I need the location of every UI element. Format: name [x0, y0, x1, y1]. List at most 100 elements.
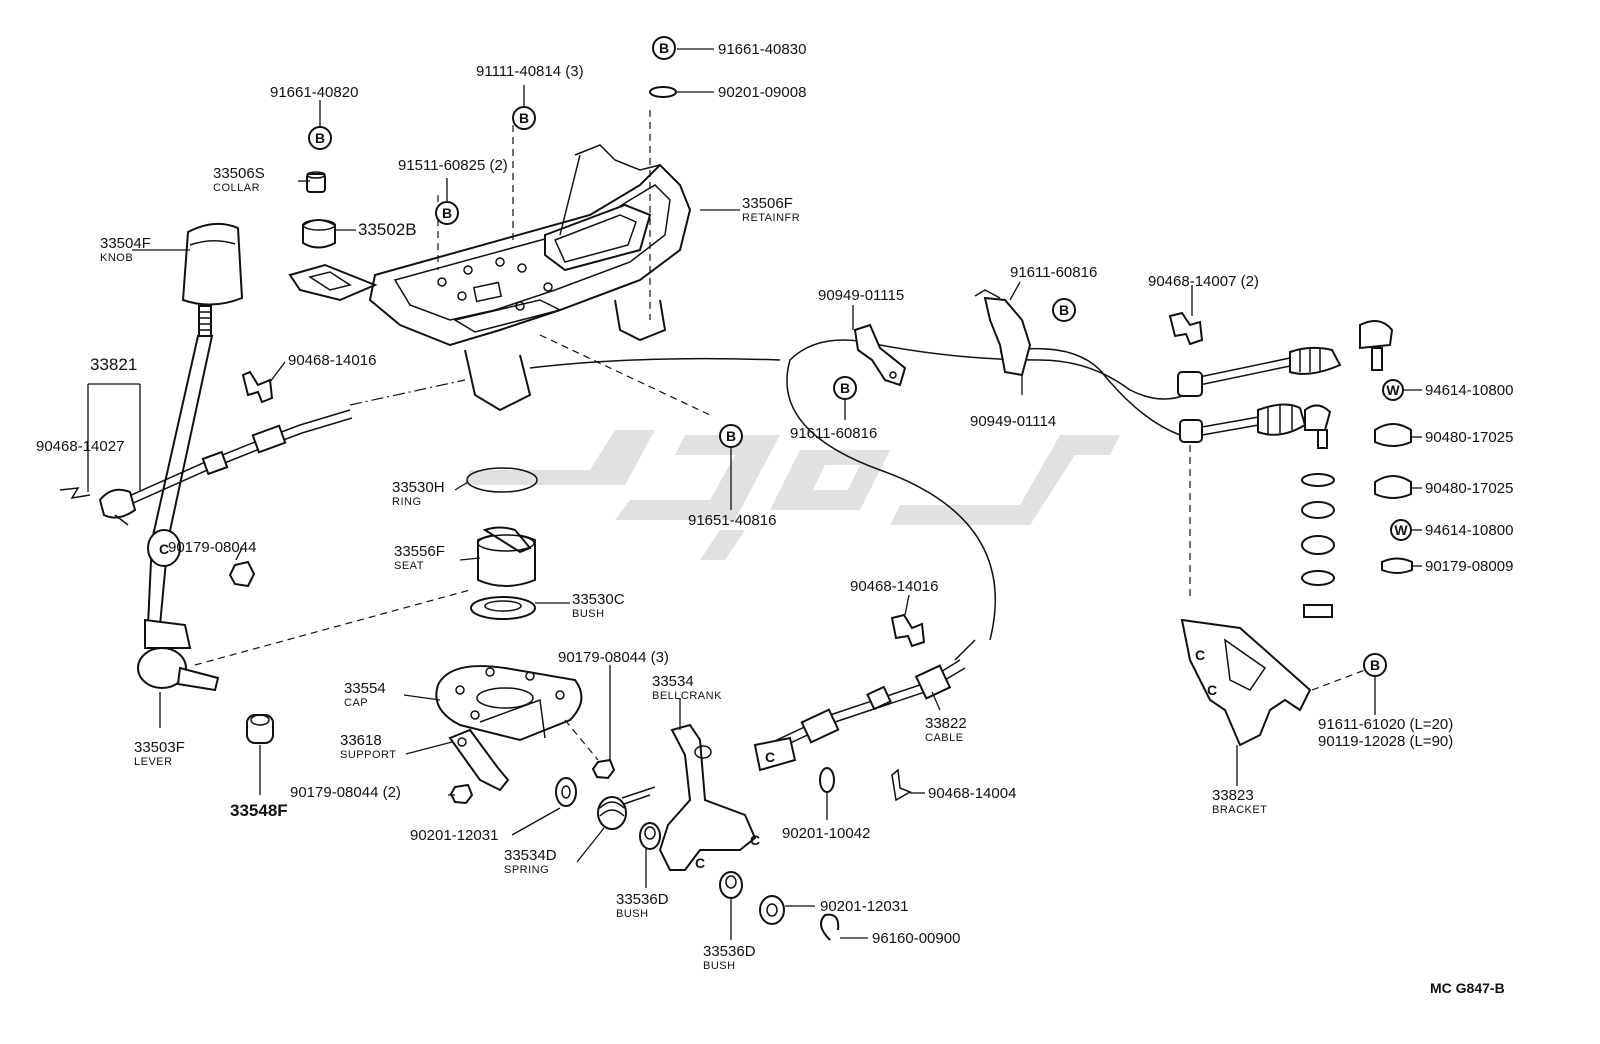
- right-washer-stack: [1301, 473, 1335, 618]
- sublabel-bellcrank: BELLCRANK: [652, 690, 722, 702]
- sublabel-ring: RING: [392, 496, 422, 508]
- washer-90201-12031-a: [555, 777, 577, 807]
- bolt-marker-text: B: [659, 40, 669, 56]
- sublabel-lever: LEVER: [134, 756, 173, 768]
- bolt-marker-text: B: [315, 130, 325, 146]
- sublabel-bush-a: BUSH: [616, 908, 649, 920]
- bush-33536D-b: [719, 871, 743, 899]
- label-90468-14007: 90468-14007 (2): [1148, 273, 1259, 290]
- clip-90468-14016-left: [241, 370, 274, 404]
- bolt-marker-91511-60825: B: [435, 201, 459, 225]
- shift-lever: C: [137, 335, 220, 692]
- ring-33530H: [466, 467, 538, 493]
- label-33823: 33823: [1212, 787, 1254, 804]
- bolt-marker-91611-61020: B: [1363, 653, 1387, 677]
- bolt-marker-91611-60816-mid: B: [833, 376, 857, 400]
- label-33530H: 33530H: [392, 479, 445, 496]
- sublabel-spring: SPRING: [504, 864, 549, 876]
- label-33536D-b: 33536D: [703, 943, 756, 960]
- label-33506F: 33506F: [742, 195, 793, 212]
- right-cable-ends: [1177, 320, 1394, 449]
- clip-90468-14007: [1168, 311, 1204, 346]
- label-33534D: 33534D: [504, 847, 557, 864]
- washer-90201-09008: [649, 86, 677, 98]
- label-90468-14027: 90468-14027: [36, 438, 124, 455]
- retainer-plate: [288, 144, 692, 412]
- bolt-marker-91651-40816: B: [719, 424, 743, 448]
- bolt-marker-91611-60816-top: B: [1052, 298, 1076, 322]
- label-33554: 33554: [344, 680, 386, 697]
- washer-marker-text: W: [1394, 522, 1408, 538]
- bush-33502B: [302, 219, 336, 249]
- sublabel-cable: CABLE: [925, 732, 964, 744]
- bush-33536D-a: [639, 822, 661, 850]
- bolt-marker-91661-40830: B: [652, 36, 676, 60]
- svg-text:C: C: [695, 855, 705, 871]
- label-33548F: 33548F: [230, 801, 288, 820]
- label-91611-61020: 91611-61020 (L=20): [1318, 716, 1453, 733]
- nut-90179-08044-left: [228, 560, 256, 588]
- watermark-logo: [465, 430, 1120, 560]
- label-90949-01114: 90949-01114: [970, 413, 1056, 430]
- sublabel-bracket: BRACKET: [1212, 804, 1267, 816]
- bolt-marker-text: B: [726, 428, 736, 444]
- spring-33534D: [597, 786, 656, 830]
- bolt-marker-91661-40820: B: [308, 126, 332, 150]
- label-90201-10042: 90201-10042: [782, 825, 870, 842]
- label-90468-14016-a: 90468-14016: [288, 352, 376, 369]
- label-90480-17025-b: 90480-17025: [1425, 480, 1513, 497]
- sublabel-retainer: RETAINFR: [742, 212, 800, 224]
- label-33822: 33822: [925, 715, 967, 732]
- cable-bracket-90949-01115: [853, 323, 907, 387]
- label-33530C: 33530C: [572, 591, 625, 608]
- left-cable: [59, 409, 353, 526]
- label-33503F: 33503F: [134, 739, 185, 756]
- label-91661-40820: 91661-40820: [270, 84, 358, 101]
- label-90179-08009: 90179-08009: [1425, 558, 1513, 575]
- label-91611-60816-b: 91611-60816: [790, 425, 877, 442]
- label-33556F: 33556F: [394, 543, 445, 560]
- label-90468-14004: 90468-14004: [928, 785, 1016, 802]
- label-33534: 33534: [652, 673, 694, 690]
- label-94614-10800-a: 94614-10800: [1425, 382, 1513, 399]
- label-90119-12028: 90119-12028 (L=90): [1318, 733, 1453, 750]
- nut-90179-08009: [1381, 557, 1413, 574]
- shift-knob: [181, 222, 244, 337]
- label-90949-01115: 90949-01115: [818, 287, 904, 304]
- sublabel-collar: COLLAR: [213, 182, 260, 194]
- leader-lines: [87, 48, 1422, 940]
- label-91111-40814: 91111-40814 (3): [476, 63, 584, 80]
- diagram-code: MC G847-B: [1430, 980, 1505, 996]
- bolt-marker-91111-40814: B: [512, 106, 536, 130]
- label-91611-60816-a: 91611-60816: [1010, 264, 1097, 281]
- label-91661-40830: 91661-40830: [718, 41, 806, 58]
- bolt-marker-text: B: [1059, 302, 1069, 318]
- seat-33556F: [477, 526, 536, 587]
- sublabel-support: SUPPORT: [340, 749, 396, 761]
- label-33506S: 33506S: [213, 165, 265, 182]
- part-labels: 91661-40830 90201-09008 91111-40814 (3) …: [36, 41, 1513, 996]
- sublabel-seat: SEAT: [394, 560, 424, 572]
- label-96160-00900: 96160-00900: [872, 930, 960, 947]
- bush-33530C: [470, 596, 536, 620]
- bolt-marker-text: B: [519, 110, 529, 126]
- nut-90179-08044-small: [449, 783, 474, 805]
- washer-90201-10042: [819, 767, 835, 793]
- bolt-marker-text: B: [1370, 657, 1380, 673]
- svg-text:C: C: [750, 832, 760, 848]
- label-33821: 33821: [90, 355, 137, 374]
- sublabel-bush-33530C: BUSH: [572, 608, 605, 620]
- cap-33554: [435, 665, 583, 742]
- svg-text:C: C: [1207, 682, 1217, 698]
- sublabel-bush-b: BUSH: [703, 960, 736, 972]
- label-90179-08044-b: 90179-08044 (3): [558, 649, 669, 666]
- bush-33548F: [246, 714, 274, 744]
- nut-90179-08044-cap: [591, 758, 616, 780]
- e-ring-96160-00900: [820, 913, 840, 941]
- bolt-marker-text: B: [442, 205, 452, 221]
- sublabel-cap: CAP: [344, 697, 368, 709]
- cable-33822: C: [529, 339, 1186, 772]
- bracket-33823: C C: [1180, 618, 1312, 747]
